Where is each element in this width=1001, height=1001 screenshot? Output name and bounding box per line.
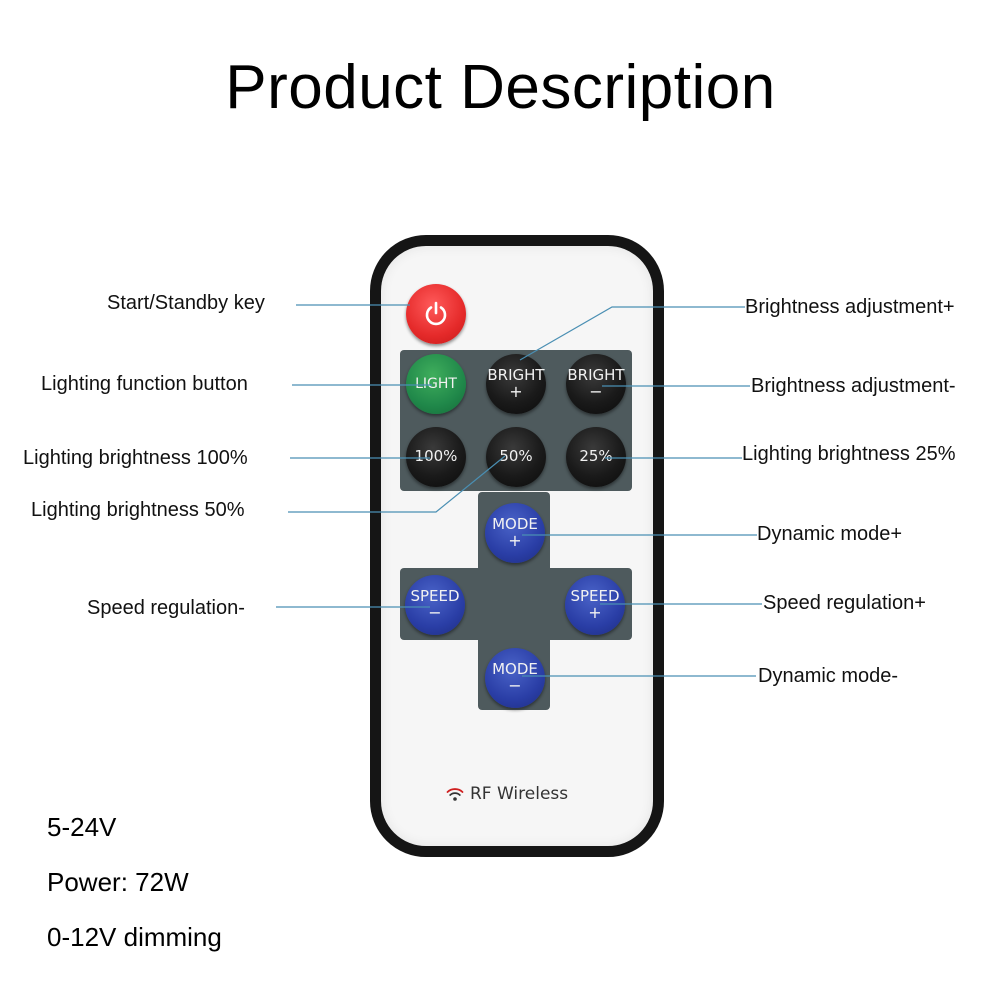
brightness-50-label: 50% <box>499 447 533 466</box>
spec-dimming: 0-12V dimming <box>47 922 222 952</box>
bright-plus-label: BRIGHT <box>487 366 545 385</box>
mode-plus-label: MODE <box>492 515 538 534</box>
power-icon <box>425 301 447 326</box>
label-mode-minus: Dynamic mode- <box>758 665 899 687</box>
mode-minus-label: MODE <box>492 660 538 679</box>
mode-minus-sign: − <box>508 675 522 695</box>
label-brightness-plus: Brightness adjustment+ <box>745 296 955 318</box>
bright-minus-button[interactable]: BRIGHT − <box>566 354 626 414</box>
rf-wireless-label: RF Wireless <box>446 784 568 804</box>
label-start-standby: Start/Standby key <box>107 292 265 314</box>
speed-plus-button[interactable]: SPEED + <box>565 575 625 635</box>
mode-plus-sign: + <box>508 530 522 550</box>
mode-plus-button[interactable]: MODE + <box>485 503 545 563</box>
label-brightness-100: Lighting brightness 100% <box>23 447 248 469</box>
speed-minus-label: SPEED <box>410 587 460 606</box>
brightness-25-label: 25% <box>579 447 613 466</box>
label-brightness-25: Lighting brightness 25% <box>742 443 956 465</box>
speed-minus-sign: − <box>428 602 442 622</box>
mode-minus-button[interactable]: MODE − <box>485 648 545 708</box>
light-button[interactable]: LIGHT <box>406 354 466 414</box>
spec-power: Power: 72W <box>47 867 189 897</box>
label-speed-minus: Speed regulation- <box>87 597 245 619</box>
label-lighting-function: Lighting function button <box>41 373 248 395</box>
brightness-50-button[interactable]: 50% <box>486 427 546 487</box>
label-brightness-50: Lighting brightness 50% <box>31 499 245 521</box>
brightness-100-button[interactable]: 100% <box>406 427 466 487</box>
bright-minus-label: BRIGHT <box>567 366 625 385</box>
bright-plus-sign: + <box>509 381 523 401</box>
power-button[interactable] <box>406 284 466 344</box>
bright-plus-button[interactable]: BRIGHT + <box>486 354 546 414</box>
wifi-icon <box>446 788 464 801</box>
label-brightness-minus: Brightness adjustment- <box>751 375 956 397</box>
light-button-label: LIGHT <box>415 375 457 392</box>
speed-plus-label: SPEED <box>570 587 620 606</box>
label-mode-plus: Dynamic mode+ <box>757 523 903 545</box>
spec-voltage: 5-24V <box>47 812 117 842</box>
brightness-100-label: 100% <box>414 447 458 466</box>
label-speed-plus: Speed regulation+ <box>763 592 926 614</box>
speed-plus-sign: + <box>588 602 602 622</box>
page-title: Product Description <box>225 53 776 122</box>
rf-wireless-text: RF Wireless <box>470 784 569 804</box>
brightness-25-button[interactable]: 25% <box>566 427 626 487</box>
speed-minus-button[interactable]: SPEED − <box>405 575 465 635</box>
bright-minus-sign: − <box>589 381 603 401</box>
